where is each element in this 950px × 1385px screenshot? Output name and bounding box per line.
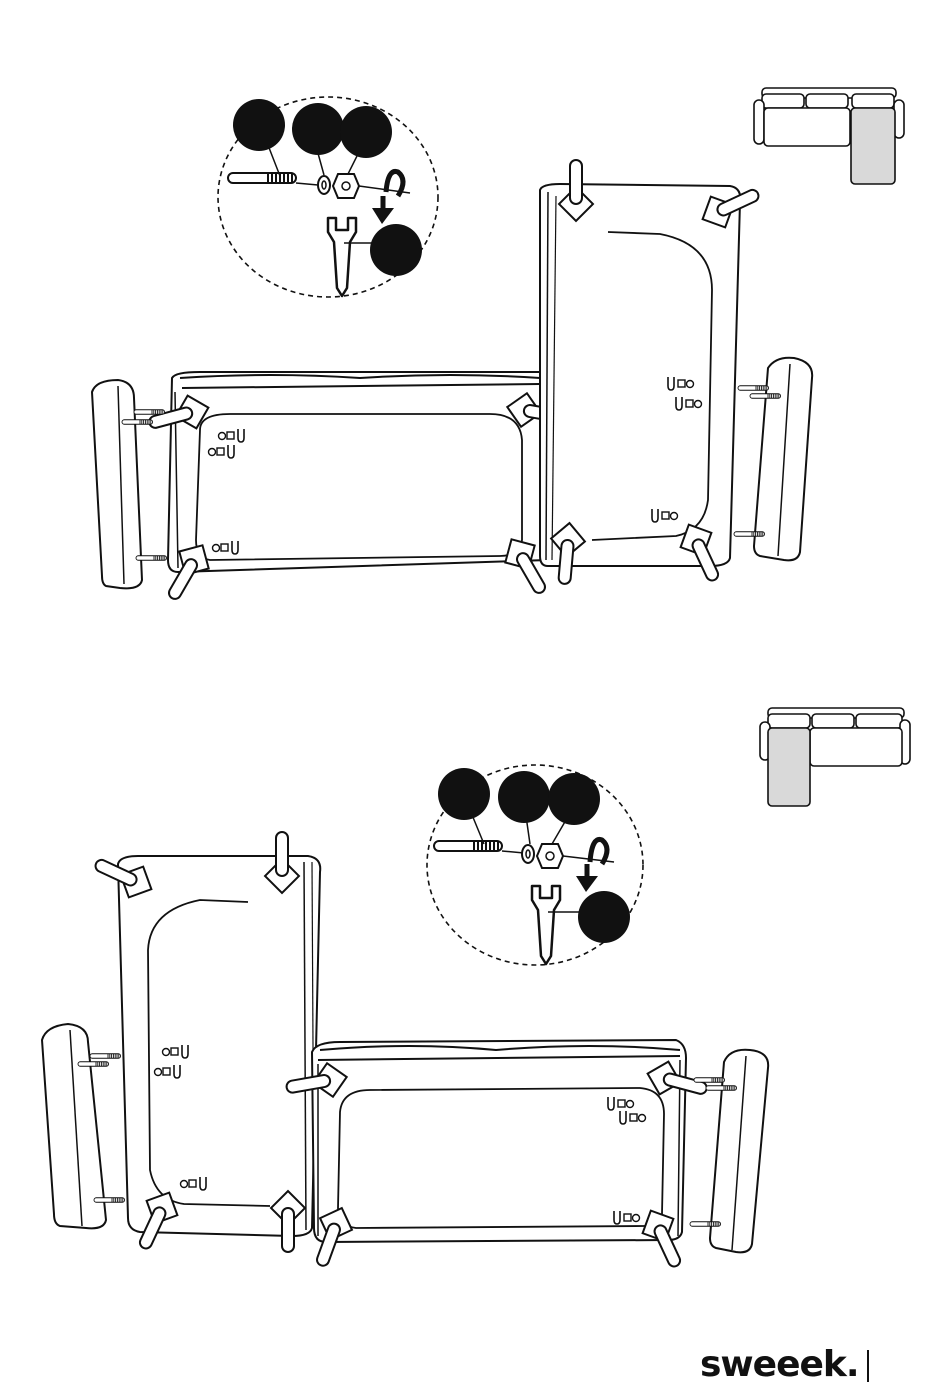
step-1 [92,88,904,607]
nut-icon [333,174,359,198]
hardware-detail-callout [427,765,643,965]
callout-marker [340,106,392,158]
hardware-detail-callout [218,97,438,297]
layout-thumbnail-left-chaise [760,708,910,806]
highlight-chaise-module [768,728,810,806]
layout-thumbnail-right-chaise [754,88,904,184]
sofa-chaise-module [540,184,740,566]
callout-marker [548,773,600,825]
callout-marker [292,103,344,155]
sofa-main-module [168,372,548,572]
callout-marker [438,768,490,820]
highlight-chaise-module [851,108,895,184]
step-2 [42,708,910,1273]
callout-marker [233,99,285,151]
callout-marker [498,771,550,823]
callout-marker [370,224,422,276]
rotate-arrow-icon [576,839,607,892]
nut-icon [537,844,563,868]
bolt-icon [228,173,296,183]
washer-icon [522,845,534,863]
rotate-arrow-icon [372,171,403,224]
brand-logo: sweeek. [700,1345,850,1385]
brand-divider [867,1350,869,1382]
washer-icon [318,176,330,194]
bolt-icon [434,841,502,851]
sofa-main-module [312,1040,686,1242]
sofa-chaise-module [118,856,320,1236]
wrench-icon [532,886,560,964]
wrench-icon [328,218,356,296]
callout-marker [578,891,630,943]
